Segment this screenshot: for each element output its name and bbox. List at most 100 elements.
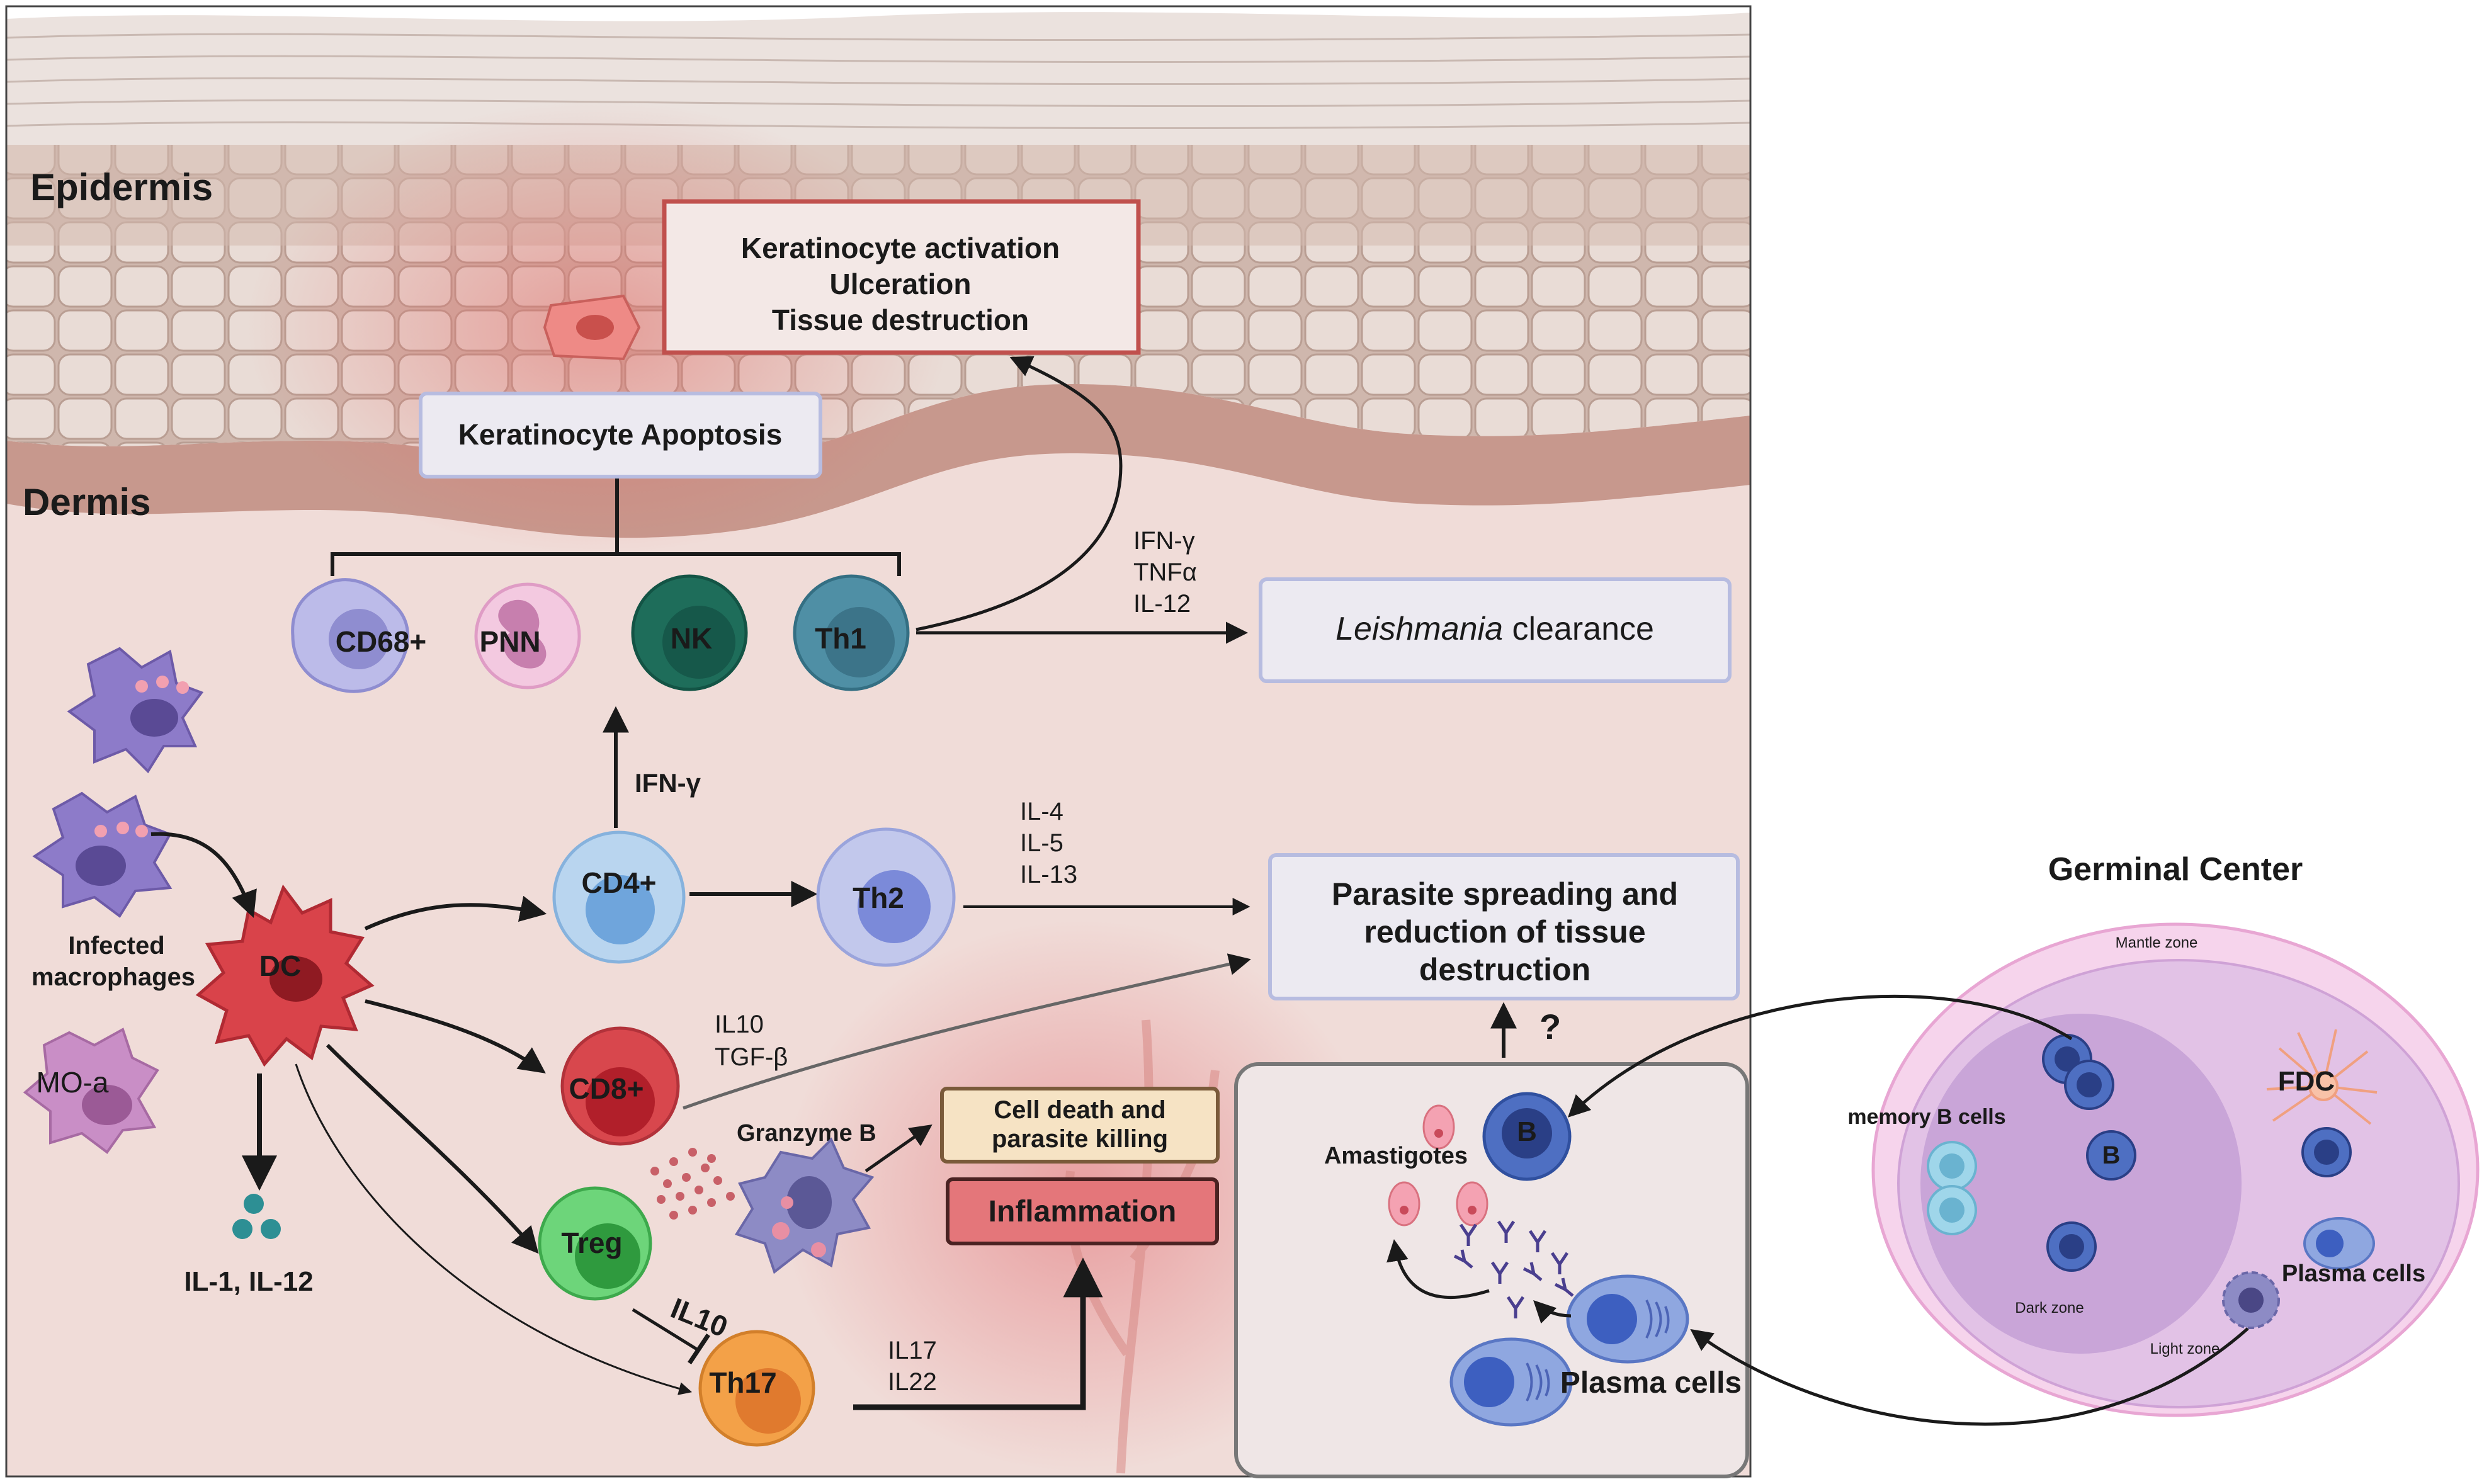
th1-to-keratinocyte-arrow — [916, 356, 1123, 632]
cell-death-line-1: Cell death and — [994, 1096, 1165, 1124]
infected-macrophage — [32, 791, 173, 918]
leishmania-italic: Leishmania — [1335, 611, 1503, 647]
dc-to-treg-arrow — [326, 1043, 539, 1254]
apoptotic-keratinocyte-icon — [543, 294, 641, 361]
antibody-icons — [1453, 1220, 1574, 1318]
clearance-word: clearance — [1503, 611, 1654, 647]
memory-b-label: memory B cells — [1847, 1105, 2005, 1129]
ifng-green-label: IFN-γ — [635, 768, 701, 798]
pnn-label: PNN — [479, 625, 540, 658]
gc-b-cell: B — [2086, 1130, 2136, 1181]
infected-macrophages-label-2: macrophages — [31, 963, 195, 991]
dc-label: DC — [259, 949, 301, 982]
infected-macrophages-label-1: Infected — [68, 932, 164, 960]
th1-cytokine-il12: IL-12 — [1133, 590, 1191, 618]
th17-cell: Th17 — [698, 1330, 815, 1447]
plasma-to-antibody-arrow — [1533, 1300, 1572, 1324]
mantle-zone-label: Mantle zone — [2116, 934, 2198, 951]
th17-cytokine-il17: IL17 — [888, 1337, 937, 1364]
th1-cytokine-ifng: IFN-γ — [1133, 527, 1195, 555]
tissue-destruction-text: Tissue destruction — [772, 303, 1029, 336]
cell-death-line-2: parasite killing — [992, 1125, 1168, 1153]
fdc-icon — [2266, 1029, 2378, 1125]
cd8-cell: CD8+ — [560, 1026, 680, 1146]
gc-macrophage-icon — [2222, 1271, 2280, 1329]
cd4-label: CD4+ — [582, 866, 657, 899]
th17-to-inflammation-arrow — [853, 1257, 1103, 1410]
light-zone-label: Light zone — [2150, 1340, 2220, 1357]
cd68-label: CD68+ — [336, 625, 426, 658]
fdc-label: FDC — [2278, 1066, 2335, 1097]
cd8-cytokine-il10: IL10 — [715, 1011, 764, 1038]
cd68-cell: CD68+ — [291, 578, 426, 693]
il1-il12-label: IL-1, IL-12 — [184, 1266, 313, 1297]
keratinocyte-effects-box — [662, 199, 1141, 355]
parasite-spreading-box — [1268, 853, 1740, 1000]
inflammation-box — [946, 1177, 1219, 1245]
spreading-line-2: reduction of tissue — [1364, 914, 1645, 949]
plasma-cell-2 — [1449, 1337, 1573, 1427]
nk-label: NK — [671, 622, 712, 655]
gc-b-cell-lower — [2046, 1221, 2097, 1272]
inflammation-text: Inflammation — [989, 1195, 1177, 1228]
keratinocyte-apoptosis-text: Keratinocyte Apoptosis — [458, 418, 783, 451]
cd8-cytokine-tgfb: TGF-β — [715, 1043, 788, 1071]
cd8-to-spreading-arrow — [683, 953, 1251, 1110]
amastigote-icons — [1388, 1104, 1488, 1226]
mo-a-cell: MO-a — [23, 1028, 159, 1154]
spreading-line-1: Parasite spreading and — [1332, 876, 1678, 912]
th2-cytokine-il13: IL-13 — [1020, 861, 1077, 888]
dying-macrophage-icon — [734, 1137, 875, 1274]
macrophage-to-celldeath-arrow — [865, 1124, 933, 1173]
treg-inhibition-bar — [688, 1334, 710, 1364]
b-cell-label: B — [1517, 1116, 1537, 1147]
plasma-cells-label: Plasma cells — [1560, 1366, 1742, 1400]
treg-label: Treg — [561, 1226, 622, 1259]
dc-to-cd8-arrow — [365, 999, 546, 1073]
treg-inhibition-line — [632, 1308, 700, 1352]
leishmania-clearance-box — [1259, 577, 1732, 683]
il1-il12-particles — [232, 1194, 281, 1239]
antibody-to-amastigote-arrow — [1386, 1239, 1490, 1300]
th2-cell: Th2 — [816, 827, 956, 967]
treg-cell: Treg — [538, 1186, 652, 1301]
gc-light-zone-b-cell — [2301, 1127, 2352, 1177]
th17-label: Th17 — [709, 1366, 776, 1399]
b-cell-panel — [1234, 1062, 1749, 1478]
ulceration-text: Ulceration — [830, 268, 972, 300]
dark-zone-label: Dark zone — [2015, 1300, 2084, 1317]
gc-to-b-cell-arrow — [1567, 995, 2073, 1118]
cd4-cell: CD4+ — [552, 830, 686, 964]
question-mark: ? — [1539, 1007, 1561, 1046]
th2-label: Th2 — [853, 881, 904, 914]
cell-death-box — [940, 1087, 1220, 1164]
dark-zone — [1920, 1014, 2242, 1354]
granzyme-label: Granzyme B — [737, 1120, 876, 1147]
gc-plasma-label: Plasma cells — [2282, 1260, 2425, 1287]
plasma-cell-1 — [1566, 1274, 1689, 1364]
gc-plasma-cell — [2303, 1217, 2375, 1270]
dc-to-cd4-arrow — [364, 895, 547, 931]
gc-b-cell-cluster — [2042, 1034, 2114, 1110]
amastigotes-label: Amastigotes — [1324, 1143, 1468, 1169]
dc-cell: DC — [195, 884, 375, 1067]
dc-to-th17-arrow — [295, 1063, 693, 1395]
th2-cytokine-il4: IL-4 — [1020, 798, 1063, 825]
th1-label: Th1 — [815, 622, 866, 655]
macrophage-to-dc-arrow — [150, 832, 257, 918]
th17-cytokine-il22: IL22 — [888, 1368, 937, 1396]
memory-b-cells — [1927, 1141, 1977, 1235]
b-cell: B — [1482, 1092, 1572, 1181]
th1-cell: Th1 — [793, 574, 910, 691]
gc-b-label: B — [2102, 1141, 2121, 1169]
th2-cytokine-il5: IL-5 — [1020, 829, 1063, 857]
gc-to-plasma-cell-arrow — [1690, 1327, 2249, 1426]
keratinocyte-apoptosis-box — [419, 392, 822, 479]
apoptosis-bracket — [331, 479, 901, 576]
keratinocyte-activation-text: Keratinocyte activation — [741, 232, 1060, 264]
granzyme-particles — [650, 1148, 735, 1220]
germinal-center-title: Germinal Center — [2048, 851, 2303, 888]
pnn-cell: PNN — [474, 582, 581, 689]
nk-cell: NK — [631, 574, 748, 691]
